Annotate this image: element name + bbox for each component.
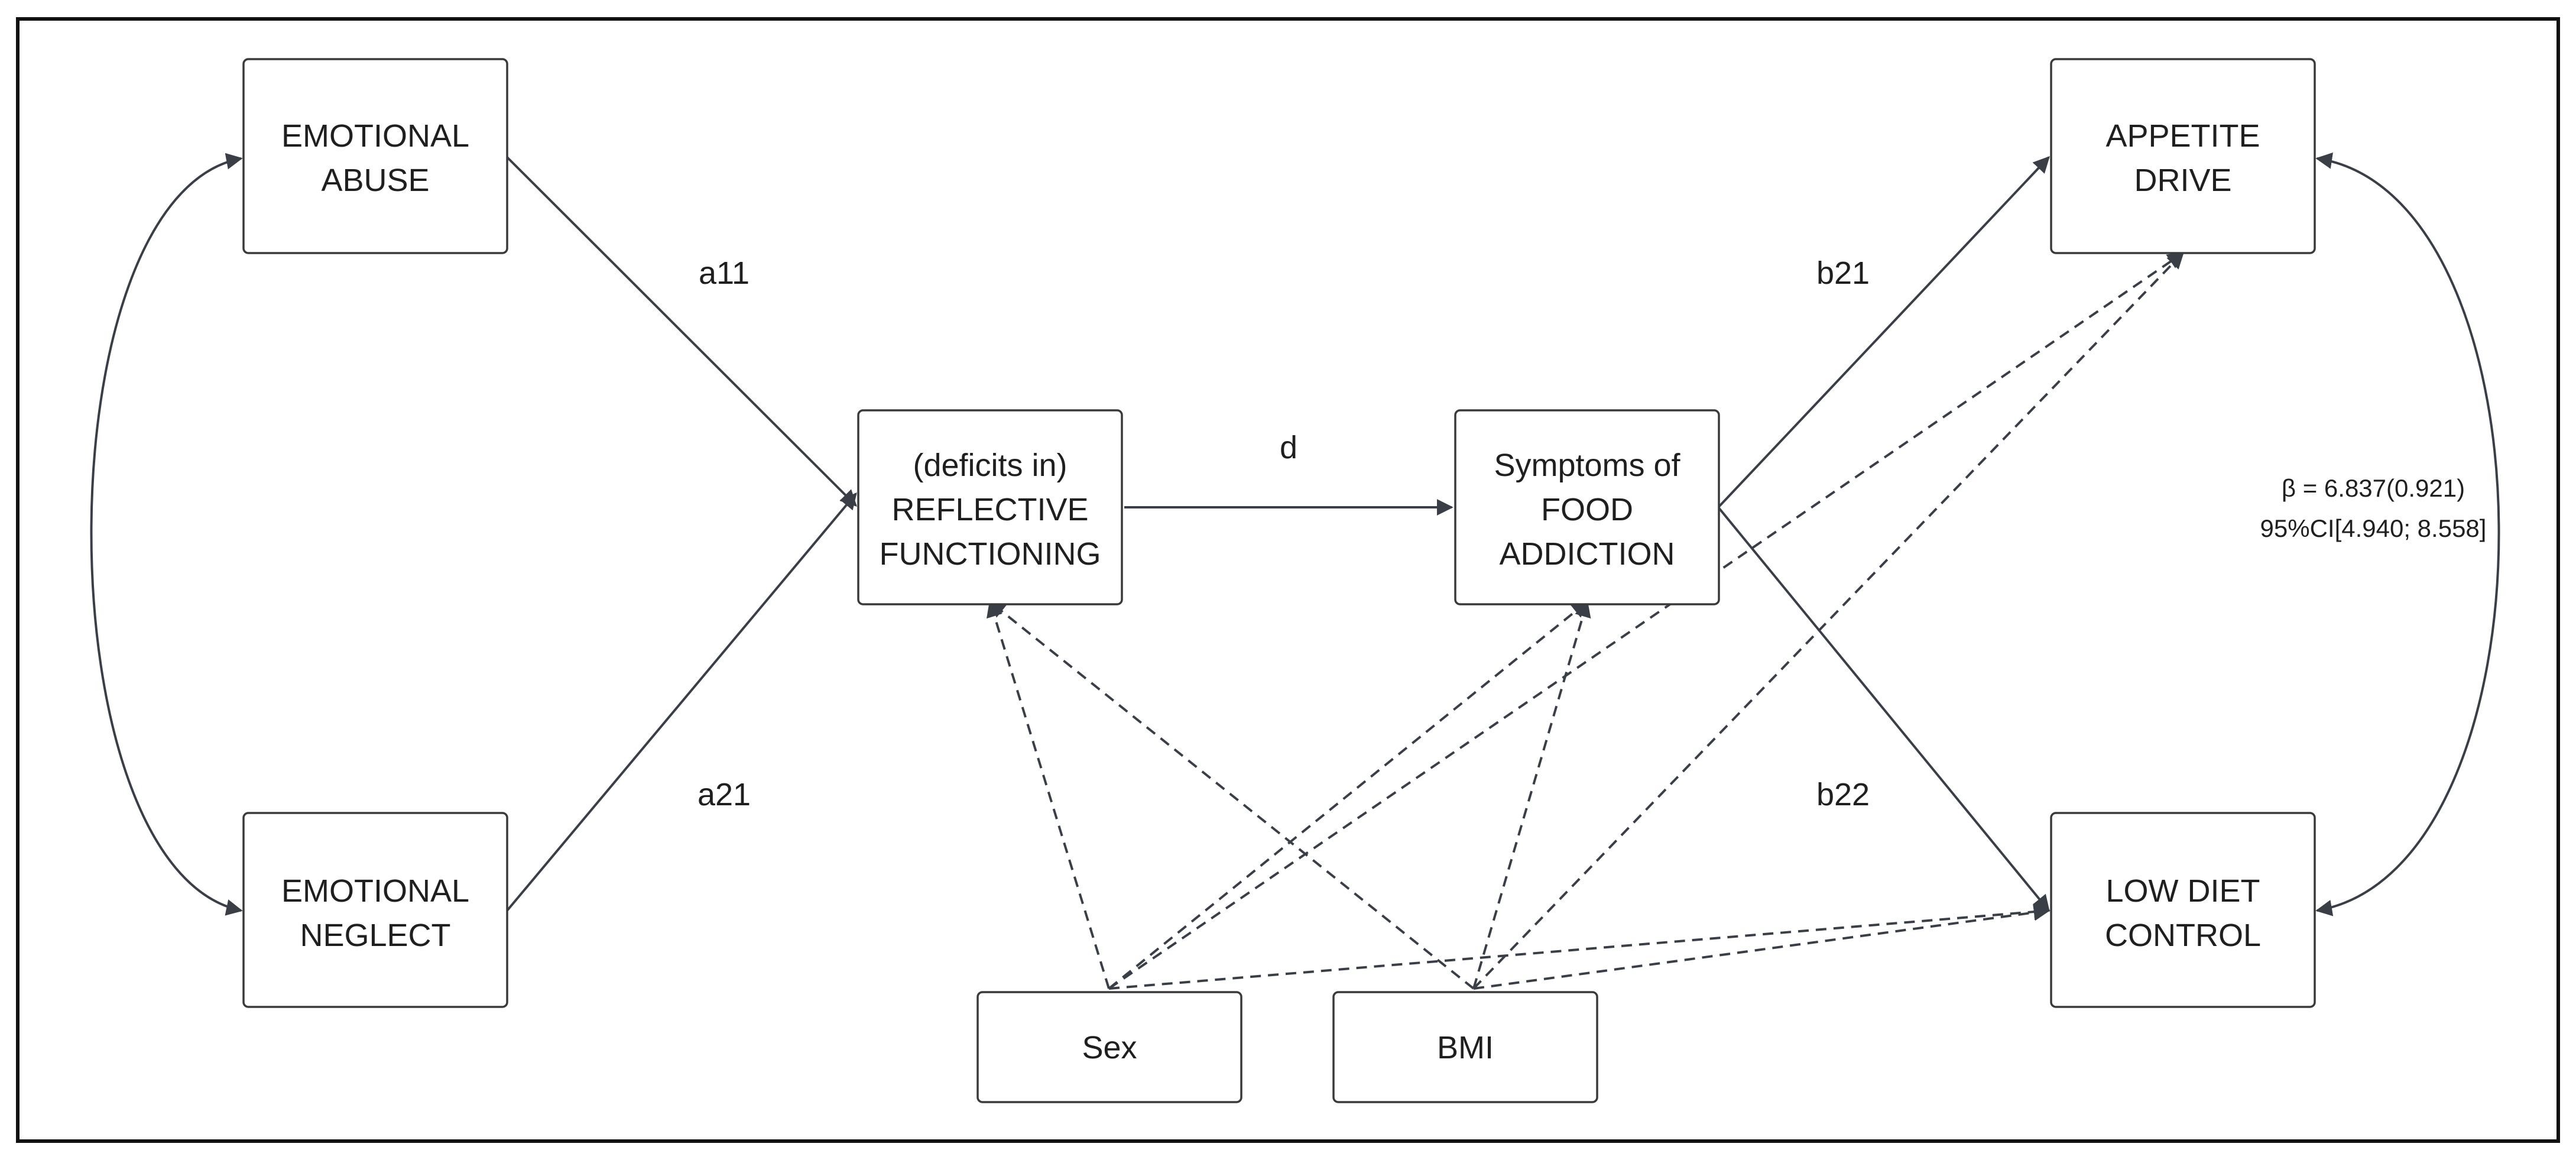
node-food-addiction-line-1: Symptoms of <box>1494 448 1680 483</box>
node-sex-label: Sex <box>1082 1030 1137 1065</box>
node-reflective-functioning-line-3: FUNCTIONING <box>880 536 1101 572</box>
figure-frame <box>16 17 2560 1143</box>
path-a11-arrow <box>506 156 857 507</box>
path-b22-arrow <box>1717 506 2050 912</box>
node-low-diet-control: LOW DIET CONTROL <box>2050 812 2316 1008</box>
sex-to-appetite-drive-arrow <box>1108 252 2185 990</box>
node-emotional-neglect: EMOTIONAL NEGLECT <box>242 812 508 1008</box>
node-food-addiction-line-3: ADDICTION <box>1500 536 1675 572</box>
covariance-arc-right <box>2315 152 2500 916</box>
label-d: d <box>1280 430 1297 465</box>
label-a21: a21 <box>697 777 751 812</box>
label-a11: a11 <box>699 255 750 291</box>
covariance-ci-label: 95%CI[4.940; 8.558] <box>2260 514 2487 542</box>
node-sex: Sex <box>976 991 1242 1103</box>
label-b21: b21 <box>1816 255 1870 291</box>
node-bmi-label: BMI <box>1437 1030 1494 1065</box>
path-a21-arrow <box>506 492 857 912</box>
node-bmi: BMI <box>1332 991 1598 1103</box>
label-b22: b22 <box>1816 777 1870 812</box>
node-emotional-neglect-line-1: EMOTIONAL <box>281 873 469 909</box>
node-low-diet-control-line-2: CONTROL <box>2105 918 2261 953</box>
node-reflective-functioning-line-1: (deficits in) <box>913 448 1067 483</box>
node-appetite-drive: APPETITE DRIVE <box>2050 58 2316 254</box>
node-appetite-drive-line-2: DRIVE <box>2134 163 2231 198</box>
covariance-beta-label: β = 6.837(0.921) <box>2282 474 2465 502</box>
node-emotional-abuse: EMOTIONAL ABUSE <box>242 58 508 254</box>
bmi-to-food-addiction-arrow <box>1472 600 1591 989</box>
node-reflective-functioning: (deficits in) REFLECTIVE FUNCTIONING <box>857 409 1123 605</box>
node-appetite-drive-line-1: APPETITE <box>2105 118 2260 154</box>
covariance-arc-left <box>90 153 243 916</box>
bmi-to-appetite-drive-arrow <box>1472 251 2184 990</box>
bmi-to-reflective-arrow <box>988 601 1475 990</box>
node-emotional-abuse-line-2: ABUSE <box>321 163 429 198</box>
sex-to-food-addiction-arrow <box>1108 601 1589 990</box>
node-low-diet-control-line-1: LOW DIET <box>2105 873 2260 909</box>
node-emotional-abuse-line-1: EMOTIONAL <box>281 118 469 154</box>
node-emotional-neglect-line-2: NEGLECT <box>300 918 450 953</box>
path-b21-arrow <box>1717 156 2050 508</box>
bmi-to-low-diet-control-arrow <box>1473 904 2051 990</box>
node-reflective-functioning-line-2: REFLECTIVE <box>891 492 1088 527</box>
sex-to-low-diet-control-arrow <box>1108 903 2051 990</box>
sex-to-reflective-arrow <box>987 600 1110 989</box>
node-food-addiction: Symptoms of FOOD ADDICTION <box>1454 409 1720 605</box>
node-food-addiction-line-2: FOOD <box>1541 492 1633 527</box>
